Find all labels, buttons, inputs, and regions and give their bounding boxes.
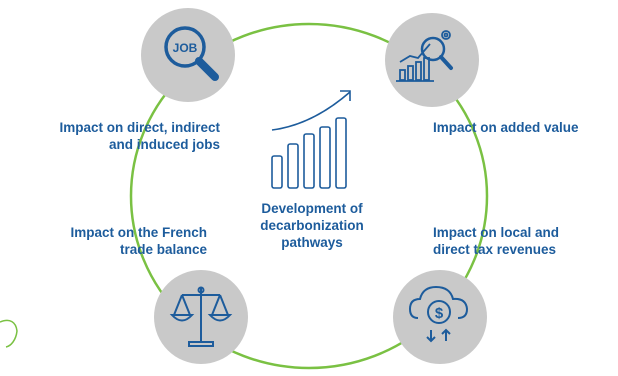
svg-text:$: $ [435, 305, 444, 322]
trade-label-line-1: Impact on the French [70, 225, 207, 240]
jobs-label: Impact on direct, indirect and induced j… [59, 119, 220, 153]
added-value-label-line-1: Impact on added value [433, 120, 579, 135]
jobs-label-line-2: and induced jobs [108, 137, 220, 152]
center-title-line-2: decarbonization [260, 218, 364, 233]
tax-label-line-2: direct tax revenues [433, 242, 557, 257]
tax-node-circle [393, 270, 487, 364]
jobs-node-circle [141, 8, 235, 102]
leaf-decoration [0, 319, 18, 348]
center-title: Development of decarbonization pathways [237, 200, 387, 251]
trade-label-line-2: trade balance [119, 242, 207, 257]
added-value-label: Impact on added value [433, 119, 579, 136]
cycle-ring [129, 22, 489, 370]
center-title-line-3: pathways [281, 235, 343, 250]
growth-chart-icon [271, 90, 351, 189]
trade-label: Impact on the French trade balance [70, 224, 207, 258]
cloud-dollar-icon: $ [408, 285, 469, 343]
tax-label: Impact on local and direct tax revenues [433, 224, 559, 258]
job-icon-text: JOB [173, 41, 198, 55]
job-magnifier-icon: JOB [164, 26, 219, 81]
analytics-magnifier-icon [396, 30, 453, 82]
scales-icon [169, 286, 233, 347]
center-title-line-1: Development of [261, 201, 363, 216]
tax-label-line-1: Impact on local and [433, 225, 560, 240]
jobs-label-line-1: Impact on direct, indirect [59, 120, 220, 135]
